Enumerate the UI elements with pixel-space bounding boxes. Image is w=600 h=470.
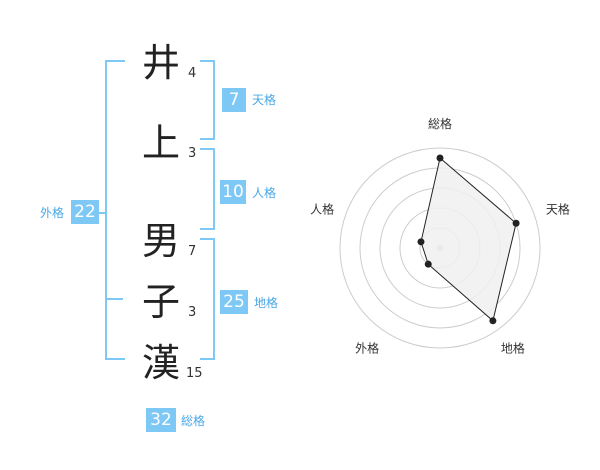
gaikaku-value-badge: 22: [71, 200, 99, 224]
soukaku-label: 総格: [181, 414, 206, 428]
radar-point-3: [489, 317, 497, 325]
character-2-strokes: 3: [188, 146, 197, 161]
soukaku-value-badge: 32: [146, 408, 176, 432]
jinkaku-label: 人格: [252, 186, 277, 200]
character-1: 井: [141, 41, 180, 85]
character-4-strokes: 3: [188, 305, 197, 320]
radar-ring-5: [339, 147, 541, 349]
tenkaku-label: 天格: [252, 93, 277, 107]
character-4: 子: [141, 280, 180, 324]
radar-point-5: [417, 238, 425, 246]
gaikaku-bracket: [105, 60, 125, 360]
radar-data-points: [417, 154, 520, 325]
radar-polygon: [420, 157, 517, 322]
chikaku-value-badge: 25: [220, 290, 248, 314]
character-5-strokes: 15: [186, 366, 203, 381]
character-5: 漢: [141, 341, 180, 385]
radar-point-4: [424, 260, 432, 268]
radar-axis-label-5: 人格: [310, 202, 334, 217]
jinkaku-value-badge: 10: [220, 180, 246, 204]
gaikaku-bracket-mid-tick: [105, 298, 123, 300]
radar-axis-label-4: 外格: [355, 340, 379, 355]
character-2: 上: [141, 121, 180, 165]
gaikaku-bracket-connector: [97, 212, 107, 214]
radar-data-shape: [420, 157, 517, 322]
chikaku-bracket: [200, 238, 215, 360]
jinkaku-bracket: [200, 148, 215, 230]
radar-axis-label-1: 総格: [428, 116, 452, 131]
chikaku-label: 地格: [254, 296, 279, 310]
radar-axis-label-3: 地格: [501, 340, 525, 355]
character-3-strokes: 7: [188, 244, 197, 259]
character-1-strokes: 4: [188, 66, 197, 81]
radar-point-2: [512, 219, 520, 227]
gaikaku-label: 外格: [40, 206, 65, 220]
character-3: 男: [141, 219, 180, 263]
tenkaku-value-badge: 7: [222, 88, 246, 112]
radar-point-1: [436, 154, 444, 162]
radar-axis-label-2: 天格: [546, 202, 570, 217]
tenkaku-bracket: [200, 60, 215, 140]
